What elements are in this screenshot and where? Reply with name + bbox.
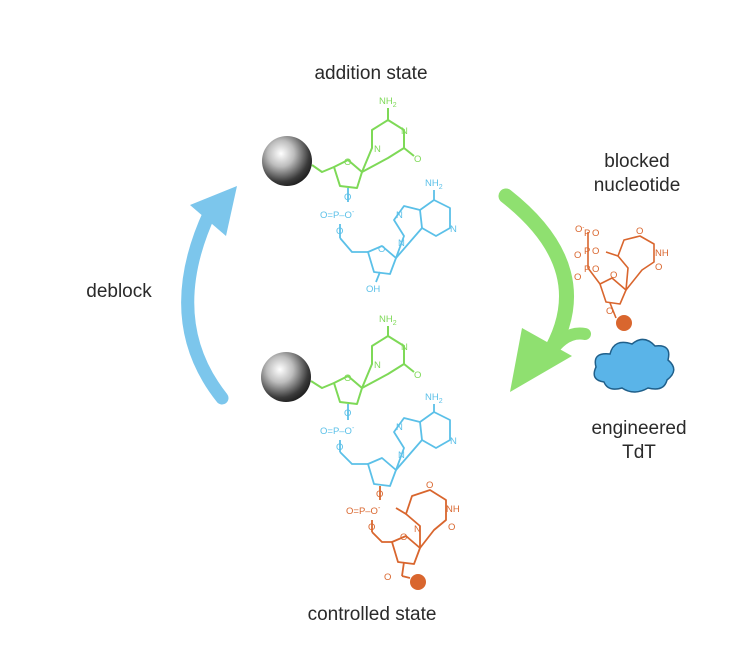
blocked-nucleotide-label: blocked nucleotide	[572, 150, 702, 198]
deblock-arrow	[181, 186, 237, 405]
addition-state-structure	[311, 108, 451, 283]
engineered-tdt-line2: TdT	[622, 442, 656, 463]
blocked-nucleotide-line2: nucleotide	[593, 175, 681, 196]
engineered-tdt-line1: engineered	[591, 418, 687, 439]
deblock-label: deblock	[86, 281, 152, 302]
addition-arrow	[498, 188, 591, 392]
blocking-group-free	[616, 315, 632, 331]
bead-bottom	[261, 352, 311, 402]
blocked-nucleotide-structure	[587, 232, 655, 331]
tdt-enzyme-cloud-icon	[593, 338, 675, 393]
engineered-tdt-label: engineered TdT	[574, 417, 704, 465]
controlled-state-structure	[310, 326, 451, 590]
blocking-group-bottom	[410, 574, 426, 590]
addition-state-label: addition state	[314, 63, 428, 84]
controlled-state-label: controlled state	[307, 604, 437, 625]
blocked-nucleotide-line1: blocked	[604, 151, 670, 172]
bead-top	[262, 136, 312, 186]
